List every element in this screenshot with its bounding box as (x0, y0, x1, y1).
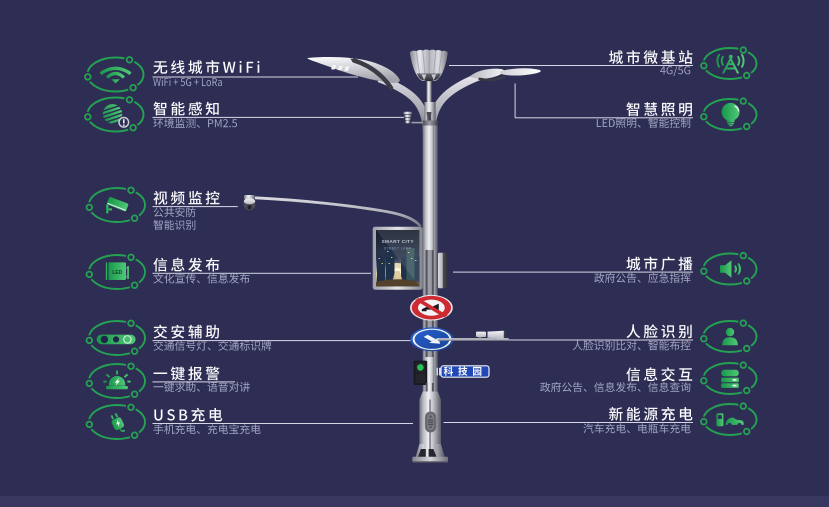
svg-text:LED: LED (112, 270, 122, 276)
svg-text:STREET LAMP: STREET LAMP (384, 247, 412, 251)
svg-text:SMART CITY: SMART CITY (382, 239, 415, 245)
